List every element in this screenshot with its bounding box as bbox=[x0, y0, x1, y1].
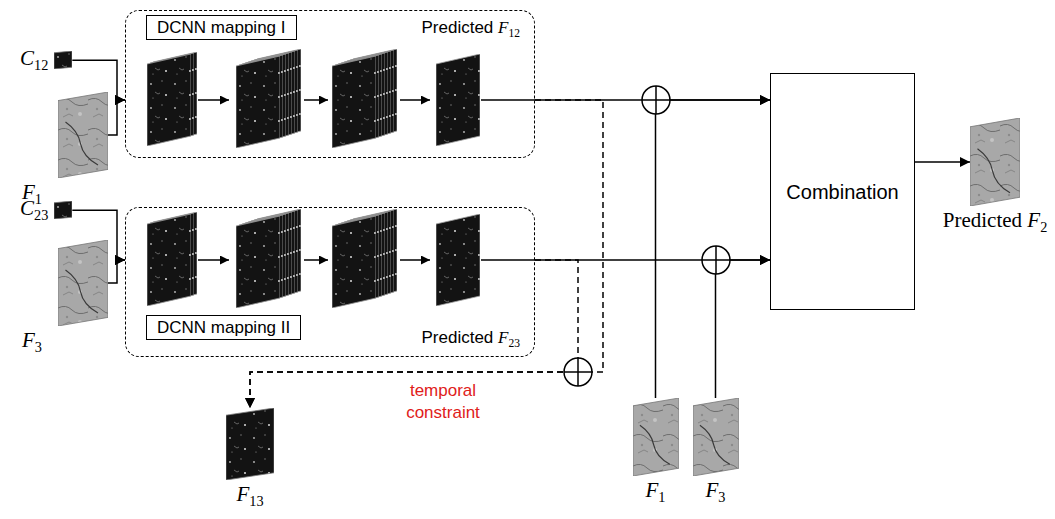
output-label: Predicted F12 bbox=[420, 17, 523, 42]
image-label: F3 bbox=[706, 478, 726, 506]
constraint-arrow bbox=[250, 100, 603, 408]
image-tile: F1 bbox=[628, 398, 683, 506]
image-label: Predicted F2 bbox=[943, 208, 1048, 236]
image-tile: F3 bbox=[22, 240, 108, 356]
landsat-image bbox=[58, 92, 108, 178]
feature-map-image bbox=[54, 51, 72, 69]
dcnn-module: DCNN mapping II Predicted F23 bbox=[125, 207, 535, 357]
module-title: DCNN mapping II bbox=[146, 315, 301, 340]
image-tile: Predicted F2 bbox=[935, 118, 1055, 236]
output-label: Predicted F23 bbox=[420, 327, 523, 352]
landsat-image bbox=[970, 118, 1020, 206]
process-label: Combination bbox=[786, 180, 898, 204]
image-tile: F1 bbox=[22, 92, 108, 208]
image-tile: C12 bbox=[20, 46, 72, 74]
flow-arrow bbox=[108, 100, 125, 135]
landsat-image bbox=[693, 398, 739, 476]
image-label: C12 bbox=[20, 46, 48, 74]
feature-map-image bbox=[54, 201, 72, 219]
image-tile: F13 bbox=[220, 408, 280, 510]
landsat-image bbox=[633, 398, 679, 476]
landsat-image bbox=[58, 240, 108, 326]
flow-arrow bbox=[915, 161, 970, 163]
flow-arrow bbox=[108, 260, 125, 283]
image-label: F13 bbox=[236, 482, 263, 510]
annotation-text: temporal constraint bbox=[388, 380, 498, 424]
image-label: F1 bbox=[646, 478, 666, 506]
flow-arrow bbox=[656, 100, 771, 398]
dcnn-module: DCNN mapping I Predicted F12 bbox=[125, 10, 535, 158]
image-tile: C23 bbox=[20, 196, 72, 224]
image-label: C23 bbox=[20, 196, 48, 224]
flow-arrow bbox=[716, 260, 771, 398]
module-title: DCNN mapping I bbox=[146, 15, 297, 40]
process-box: Combination bbox=[770, 73, 915, 310]
feature-map-image bbox=[226, 408, 274, 480]
image-tile: F3 bbox=[688, 398, 743, 506]
image-label: F3 bbox=[22, 328, 42, 356]
